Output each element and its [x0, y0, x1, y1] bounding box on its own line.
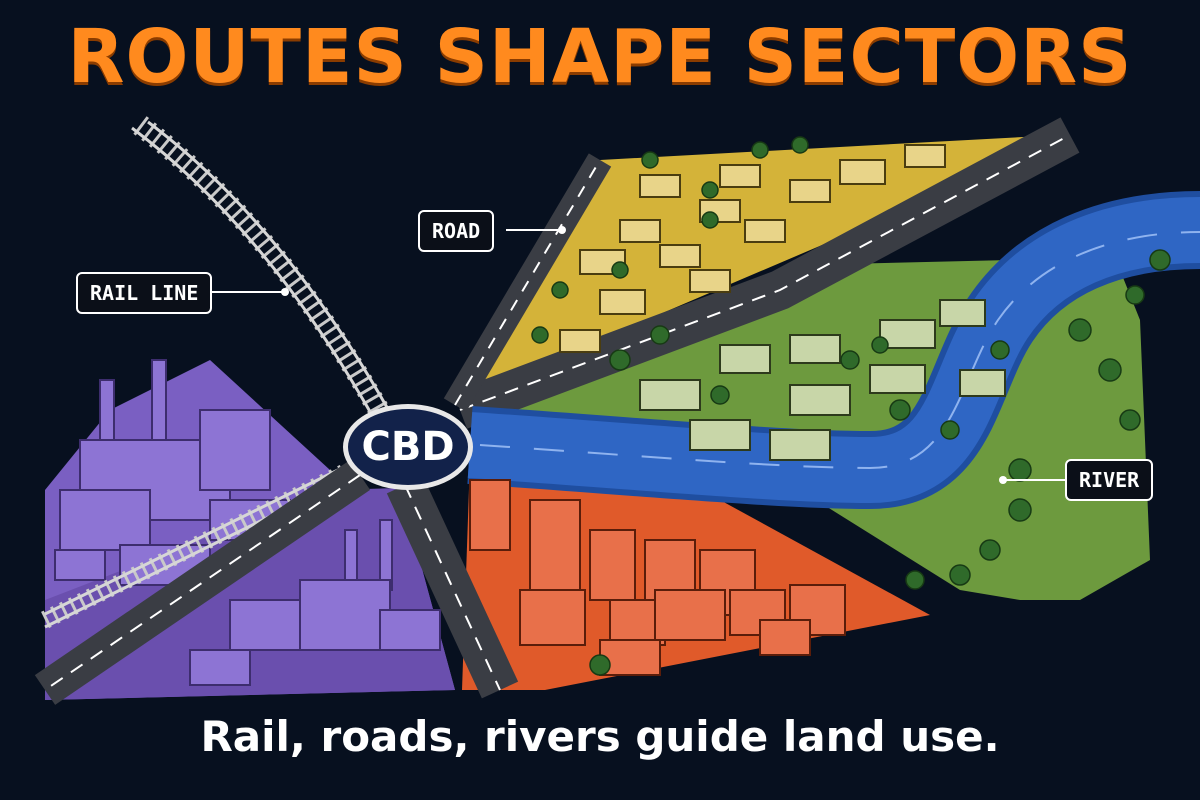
river [467, 191, 1200, 510]
trees [531, 136, 1171, 676]
rail-line [41, 116, 400, 629]
factory-buildings [54, 359, 441, 686]
commercial-buildings [469, 479, 846, 676]
diagram-caption: Rail, roads, rivers guide land use. [200, 712, 1000, 761]
roads [34, 117, 1080, 705]
river-callout: RIVER [1065, 459, 1154, 501]
cbd-center: CBD [343, 404, 473, 490]
diagram-title: ROUTES SHAPE SECTORS [67, 14, 1133, 100]
rail-line-callout: RAIL LINE [76, 272, 213, 314]
road-callout: ROAD [418, 210, 495, 252]
yellow-houses [559, 144, 946, 353]
green-houses [639, 299, 1006, 461]
